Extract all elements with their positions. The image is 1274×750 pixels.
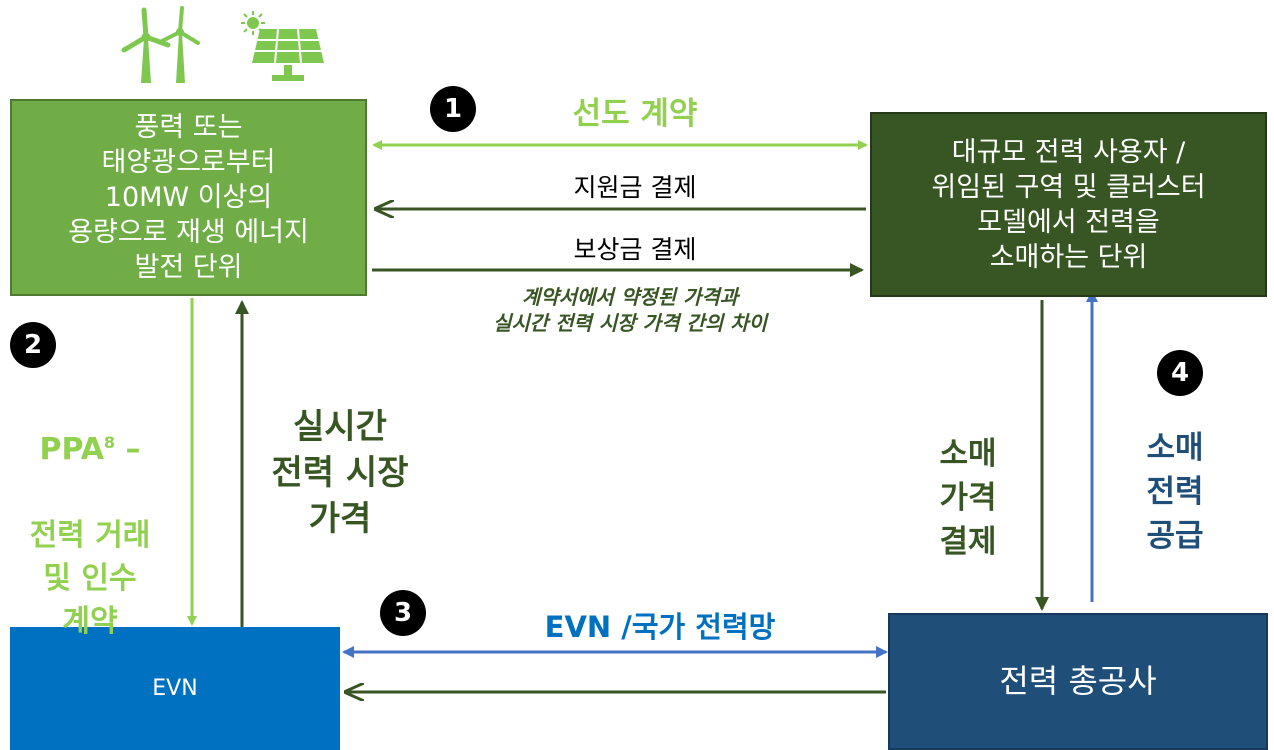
power-corporation-box: 전력 총공사	[888, 613, 1268, 750]
realtime-price-label: 실시간 전력 시장 가격	[271, 407, 409, 539]
step-4-badge: 4	[1157, 350, 1203, 396]
step-1-badge: 1	[430, 86, 476, 132]
forward-contract-label: 선도 계약	[572, 96, 698, 132]
ppa-label: PPA8 – 전력 거래 및 인수 계약	[0, 378, 180, 643]
evn-text: EVN	[152, 676, 198, 701]
buyer-box: 대규모 전력 사용자 / 위임된 구역 및 클러스터 모델에서 전력을 소매하는…	[870, 112, 1267, 297]
retail-supply-label: 소매 전력 공급	[1146, 430, 1204, 554]
step-2-badge: 2	[10, 322, 56, 368]
wind-turbine-icon	[121, 6, 200, 83]
subsidy-payment-label: 지원금 결제	[573, 173, 697, 202]
price-difference-note: 계약서에서 약정된 가격과 실시간 전력 시장 가격 간의 차이	[492, 285, 767, 335]
ppa-label-dash: –	[115, 432, 141, 467]
ppa-footnote: 8	[103, 433, 116, 452]
buyer-text: 대규모 전력 사용자 / 위임된 구역 및 클러스터 모델에서 전력을 소매하는…	[931, 136, 1206, 273]
compensation-payment-label: 보상금 결제	[573, 235, 697, 264]
retail-payment-label: 소매 가격 결제	[939, 436, 997, 560]
corporation-text: 전력 총공사	[999, 662, 1157, 700]
sun-icon	[241, 11, 265, 35]
generator-text: 풍력 또는 태양광으로부터 10MW 이상의 용량으로 재생 에너지 발전 단위	[68, 112, 309, 283]
ppa-label-prefix: PPA	[39, 432, 104, 467]
step-3-badge: 3	[380, 590, 426, 636]
evn-box: EVN	[10, 627, 340, 750]
generator-box: 풍력 또는 태양광으로부터 10MW 이상의 용량으로 재생 에너지 발전 단위	[10, 99, 367, 296]
solar-panel-icon	[252, 28, 324, 81]
national-grid-label: EVN /국가 전력망	[544, 610, 776, 644]
ppa-label-rest: 전력 거래 및 인수 계약	[29, 518, 151, 639]
